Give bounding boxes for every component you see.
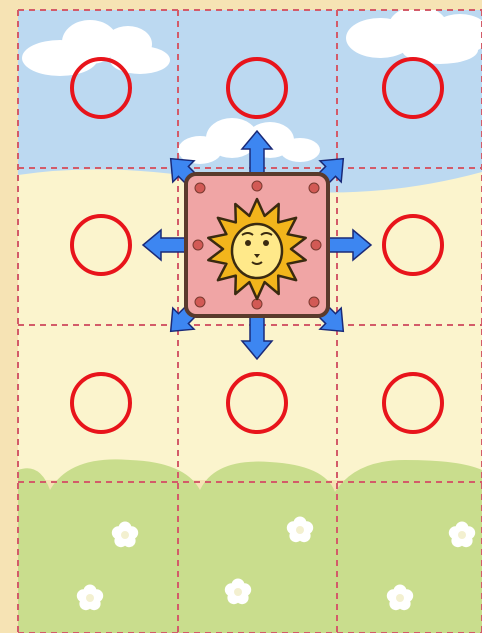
eye-right [263,240,269,246]
lion-face [232,224,282,278]
rivet [309,183,319,193]
rivet [252,299,262,309]
rivet [193,240,203,250]
rivet [195,183,205,193]
eye-left [245,240,251,246]
rivet [195,297,205,307]
lion-tile[interactable] [186,174,328,316]
rivet [311,240,321,250]
rivet [309,297,319,307]
rivet [252,181,262,191]
